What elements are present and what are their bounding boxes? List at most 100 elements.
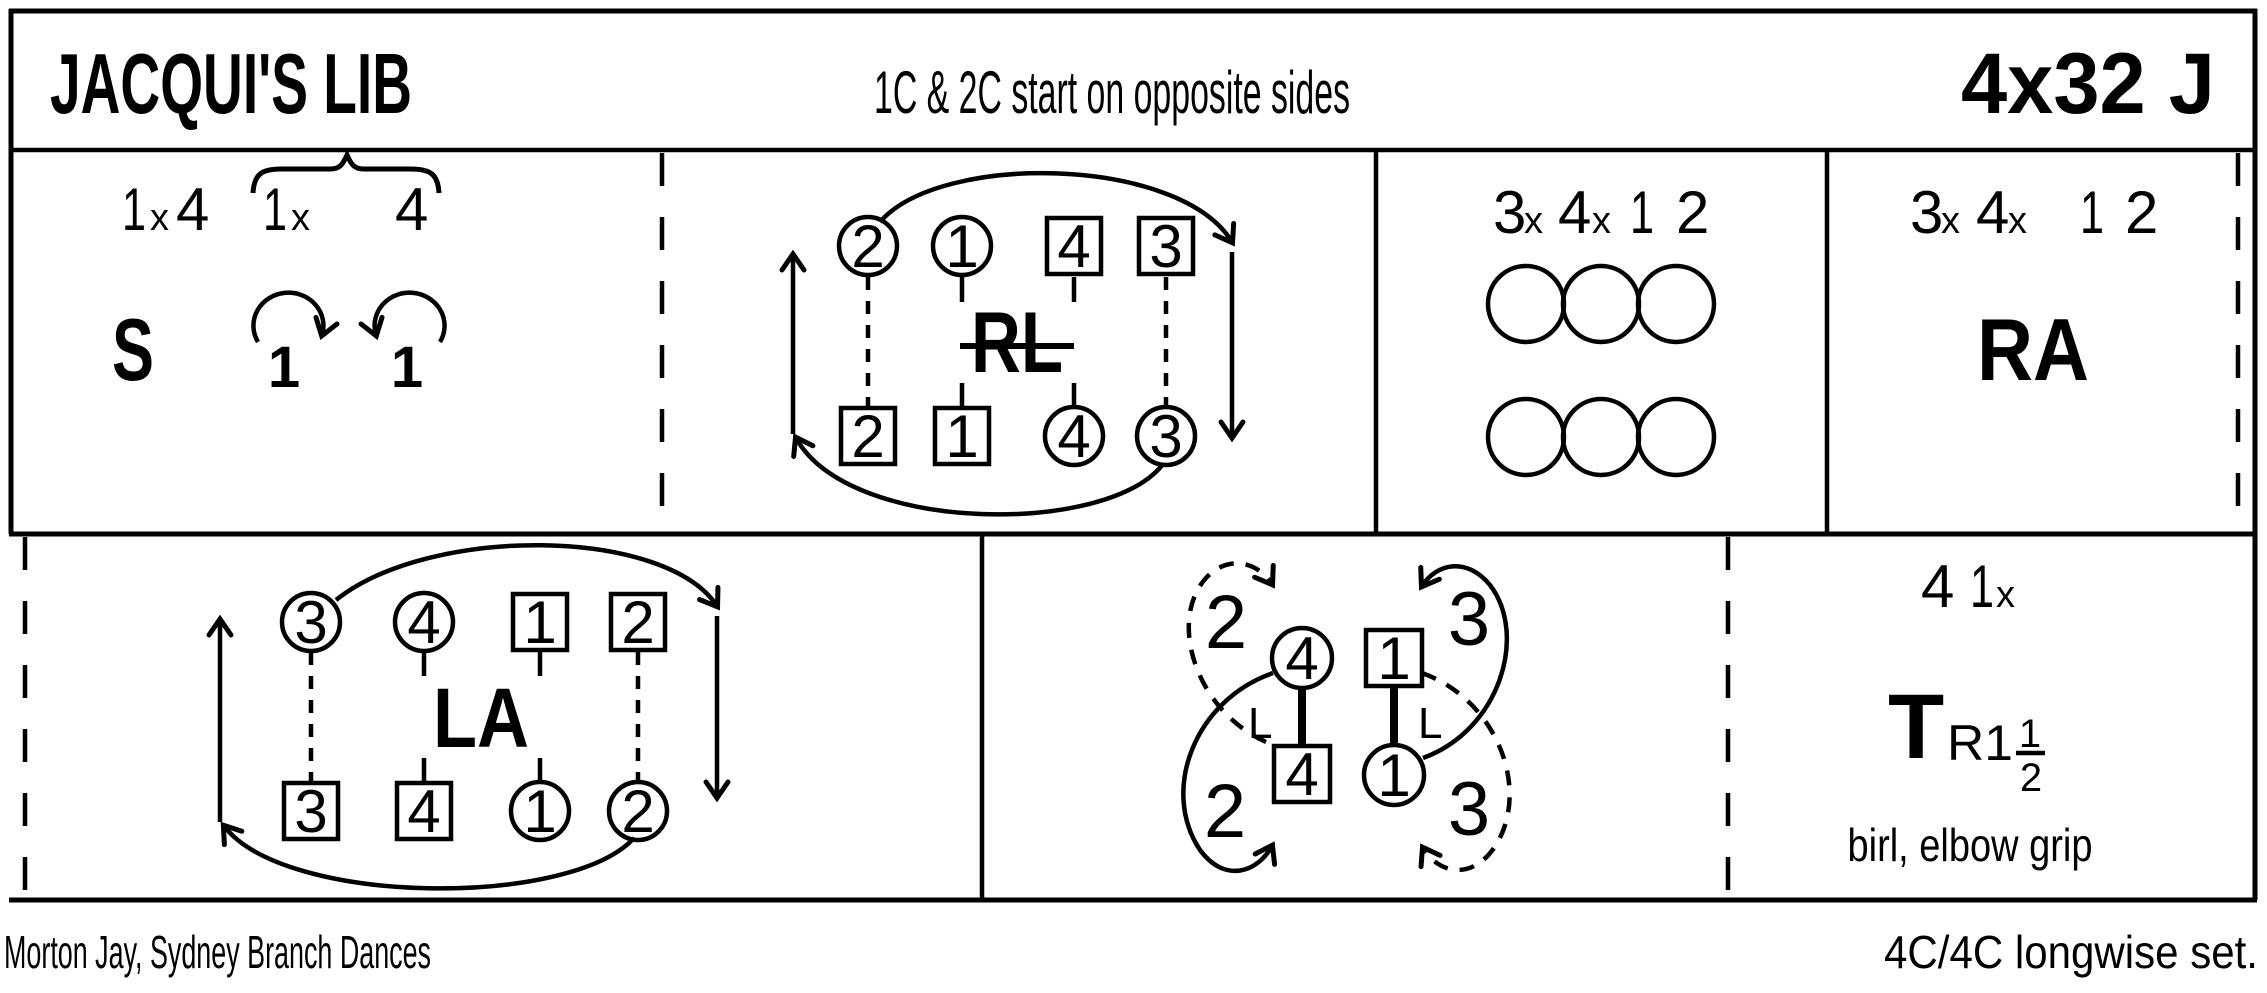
frame	[8, 8, 2258, 903]
bar-label-sub: x	[2008, 200, 2027, 242]
corner-dancer-number: 3	[1448, 767, 1490, 852]
turn-dancer-number: 1	[268, 335, 300, 400]
dancer-man-symbol	[932, 405, 992, 467]
bar-label-sub: x	[1941, 200, 1960, 242]
dancer-number: 2	[621, 589, 654, 656]
dancer-number: 3	[294, 778, 327, 845]
loop-arrow-dashed-bottom-right-icon	[1418, 670, 1512, 873]
dancer-woman-symbol	[392, 590, 456, 654]
dancer-number: 4	[1057, 403, 1090, 470]
figure-label-la: LA	[433, 671, 529, 765]
dancer-number: 1	[1377, 625, 1410, 692]
cell-turn-right-one-and-half: 4 1 x T R1 1 2 birl, elbow grip	[1848, 553, 2093, 871]
fraction-numerator: 1	[2019, 712, 2041, 756]
repeat-brace-icon	[250, 148, 442, 194]
bar-label: 3	[1910, 179, 1943, 246]
dancer-man-symbol	[1044, 215, 1104, 277]
bar-label: 2	[2125, 179, 2158, 246]
fraction-denominator: 2	[2020, 756, 2042, 800]
dancer-woman-symbol	[836, 214, 900, 278]
dancer-woman-symbol	[279, 590, 343, 654]
dancer-number: 1	[945, 403, 978, 470]
bar-label: 4	[1921, 553, 1954, 620]
cell-right-hands-across: 3 x 4 x 1 2 RA	[1910, 179, 2158, 399]
dancer-number: 2	[851, 213, 884, 280]
bar-label: 1	[1970, 553, 1994, 620]
bar-label: 4	[1558, 179, 1591, 246]
bar-label: 4	[395, 176, 428, 243]
dancer-man-symbol	[394, 780, 454, 842]
dancer-man-symbol	[510, 591, 570, 653]
dancer-man-symbol	[838, 405, 898, 467]
dancer-woman-symbol	[1042, 404, 1106, 468]
loop-arrow-dashed-top-left-icon	[1186, 561, 1276, 745]
header: JACQUI'S LIB 1C & 2C start on opposite s…	[50, 36, 2215, 132]
cell-rights-and-lefts: 2 1 4 3 2 1 4 3 RL	[779, 170, 1246, 517]
hands-round-circle	[1635, 263, 1717, 345]
hands-round-circle	[1485, 396, 1567, 478]
figure-label-ra: RA	[1977, 300, 2089, 399]
page-title: JACQUI'S LIB	[50, 37, 412, 132]
bar-label: 1	[122, 176, 146, 243]
dancer-number: 4	[1285, 625, 1318, 692]
header-note: 1C & 2C start on opposite sides	[874, 59, 1350, 126]
bar-label-sub: x	[1524, 200, 1543, 242]
flow-arrow-top-icon	[878, 170, 1237, 247]
turn-arrow-clockwise-icon	[251, 290, 340, 344]
bar-label-sub: x	[1592, 200, 1611, 242]
dancer-number: 3	[1149, 213, 1182, 280]
corner-dancer-number: 3	[1448, 577, 1490, 662]
dancer-man-symbol	[608, 591, 668, 653]
dancer-number: 1	[1377, 742, 1410, 809]
dancer-woman-symbol	[606, 779, 670, 843]
dancer-number: 4	[1285, 741, 1318, 808]
dancer-number: 4	[407, 589, 440, 656]
bar-label-sub: x	[150, 197, 169, 239]
hands-round-circle	[1485, 263, 1567, 345]
flow-arrow-bottom-icon	[791, 433, 1165, 517]
turn-subscript: R1	[1947, 715, 2013, 771]
bar-label-sub: x	[1996, 574, 2015, 616]
loop-arrow-top-right-icon	[1418, 564, 1510, 761]
bar-label-sub: x	[291, 197, 310, 239]
dancer-woman-symbol	[930, 214, 994, 278]
dancer-number: 2	[621, 778, 654, 845]
hands-round-circle	[1560, 263, 1642, 345]
corner-dancer-number: 2	[1205, 580, 1247, 665]
cell-set-and-turn: 1 x 4 1 x 4 S 1 1	[112, 148, 447, 400]
turn-dancer-number: 1	[391, 335, 423, 400]
hands-round-circle	[1560, 396, 1642, 478]
flow-arrow-top-icon	[334, 543, 721, 611]
loop-arrow-bottom-left-icon	[1181, 670, 1278, 874]
figure-label-turn: T	[1888, 676, 1944, 778]
dancer-man-symbol	[1136, 215, 1196, 277]
devisor-credit: Morton Jay, Sydney Branch Dances	[4, 926, 431, 978]
dancer-number: 1	[945, 213, 978, 280]
dancer-number: 4	[1057, 213, 1090, 280]
bar-label: 4	[1976, 179, 2009, 246]
dancer-number: 4	[407, 778, 440, 845]
dancer-woman-symbol	[1134, 404, 1198, 468]
cell-corners-turn-left: 4 4 L 1 1 L 2 3 2 3	[1181, 561, 1512, 874]
hands-round-circle	[1635, 396, 1717, 478]
bar-label: 2	[1676, 179, 1709, 246]
flow-arrow-bottom-icon	[220, 821, 636, 891]
set-symbol: S	[112, 300, 154, 399]
dancer-number: 3	[1149, 403, 1182, 470]
hand-letter: L	[1418, 699, 1442, 748]
figure-note: birl, elbow grip	[1848, 819, 2093, 871]
dancer-number: 3	[294, 589, 327, 656]
bar-label: 4	[176, 176, 209, 243]
dance-code: 4x32 J	[1961, 36, 2215, 132]
corner-dancer-number: 2	[1204, 769, 1246, 854]
bar-label: 1	[2080, 179, 2104, 246]
bar-label: 1	[1630, 179, 1654, 246]
dancer-number: 1	[523, 778, 556, 845]
bar-label: 3	[1493, 179, 1526, 246]
set-type-note: 4C/4C longwise set.	[1884, 926, 2258, 978]
bar-label: 1	[263, 176, 287, 243]
dancer-man-symbol	[281, 780, 341, 842]
dancer-number: 2	[851, 403, 884, 470]
